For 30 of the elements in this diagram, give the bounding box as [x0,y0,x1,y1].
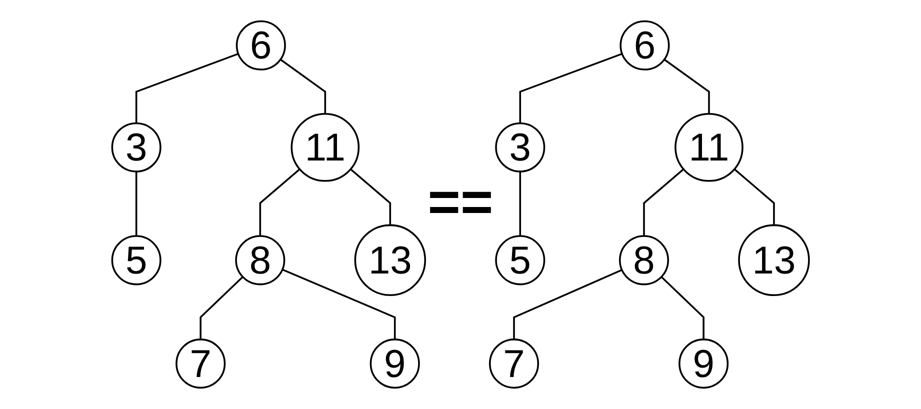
node-circle: 6 [236,20,286,70]
connector [200,276,244,340]
connector [350,168,391,226]
connector [513,269,622,340]
node-circle: 7 [488,338,539,389]
node-circle: 9 [678,338,728,389]
connector [660,276,704,340]
node-circle: 8 [235,235,286,286]
connector [259,168,300,236]
node-circle: 5 [111,235,162,286]
connector [519,52,622,124]
node-circle: 3 [111,122,162,172]
connector [135,172,138,236]
connector [664,58,710,114]
node-circle: 7 [176,338,226,389]
connector [519,172,521,236]
connector [734,168,775,226]
node-circle: 8 [618,235,669,286]
connector [282,268,396,340]
connector [135,52,238,124]
node-circle: 13 [354,224,426,296]
connector [643,168,684,236]
node-circle: 6 [620,20,670,70]
node-circle: 11 [674,112,744,182]
node-circle: 5 [495,235,546,286]
node-circle: 11 [290,112,360,182]
connector [280,58,326,114]
node-circle: 13 [738,224,810,296]
node-circle: 3 [495,122,546,172]
node-circle: 9 [370,338,420,389]
